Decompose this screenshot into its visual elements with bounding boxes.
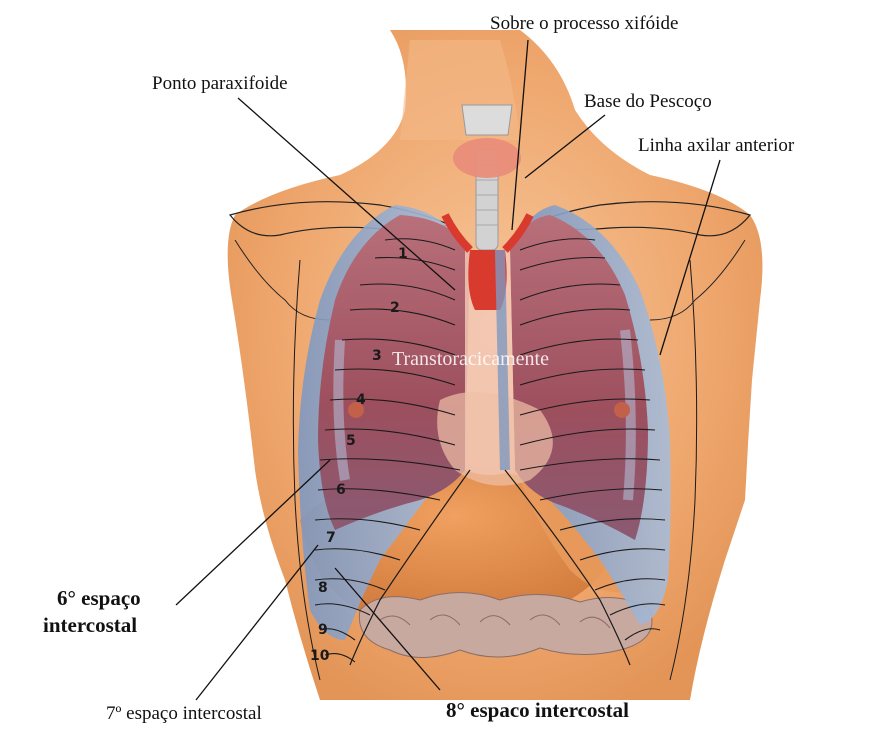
label-7th-intercostal: 7º espaço intercostal (106, 704, 262, 723)
right-nipple (614, 402, 630, 418)
rib-number-5: 5 (346, 433, 356, 449)
rib-number-10: 10 (310, 648, 330, 664)
rib-number-4: 4 (356, 392, 366, 408)
label-anterior-axillary-line: Linha axilar anterior (638, 136, 794, 155)
rib-number-7: 7 (326, 530, 336, 546)
rib-number-8: 8 (318, 580, 328, 596)
label-6th-intercostal-line2: intercostal (43, 615, 137, 636)
label-xiphoid: Sobre o processo xifóide (490, 14, 678, 33)
rib-number-1: 1 (398, 246, 408, 262)
label-transthoracic: Transtoracicamente (392, 348, 549, 371)
rib-number-3: 3 (372, 348, 382, 364)
rib-number-9: 9 (318, 622, 328, 638)
label-6th-intercostal-line1: 6° espaço (57, 588, 141, 609)
larynx (462, 105, 512, 135)
rib-number-2: 2 (390, 300, 400, 316)
label-paraxiphoid: Ponto paraxifoide (152, 74, 288, 93)
rib-number-6: 6 (336, 482, 346, 498)
label-neck-base: Base do Pescoço (584, 92, 712, 111)
label-8th-intercostal: 8° espaco intercostal (446, 700, 629, 721)
thyroid (453, 138, 521, 178)
